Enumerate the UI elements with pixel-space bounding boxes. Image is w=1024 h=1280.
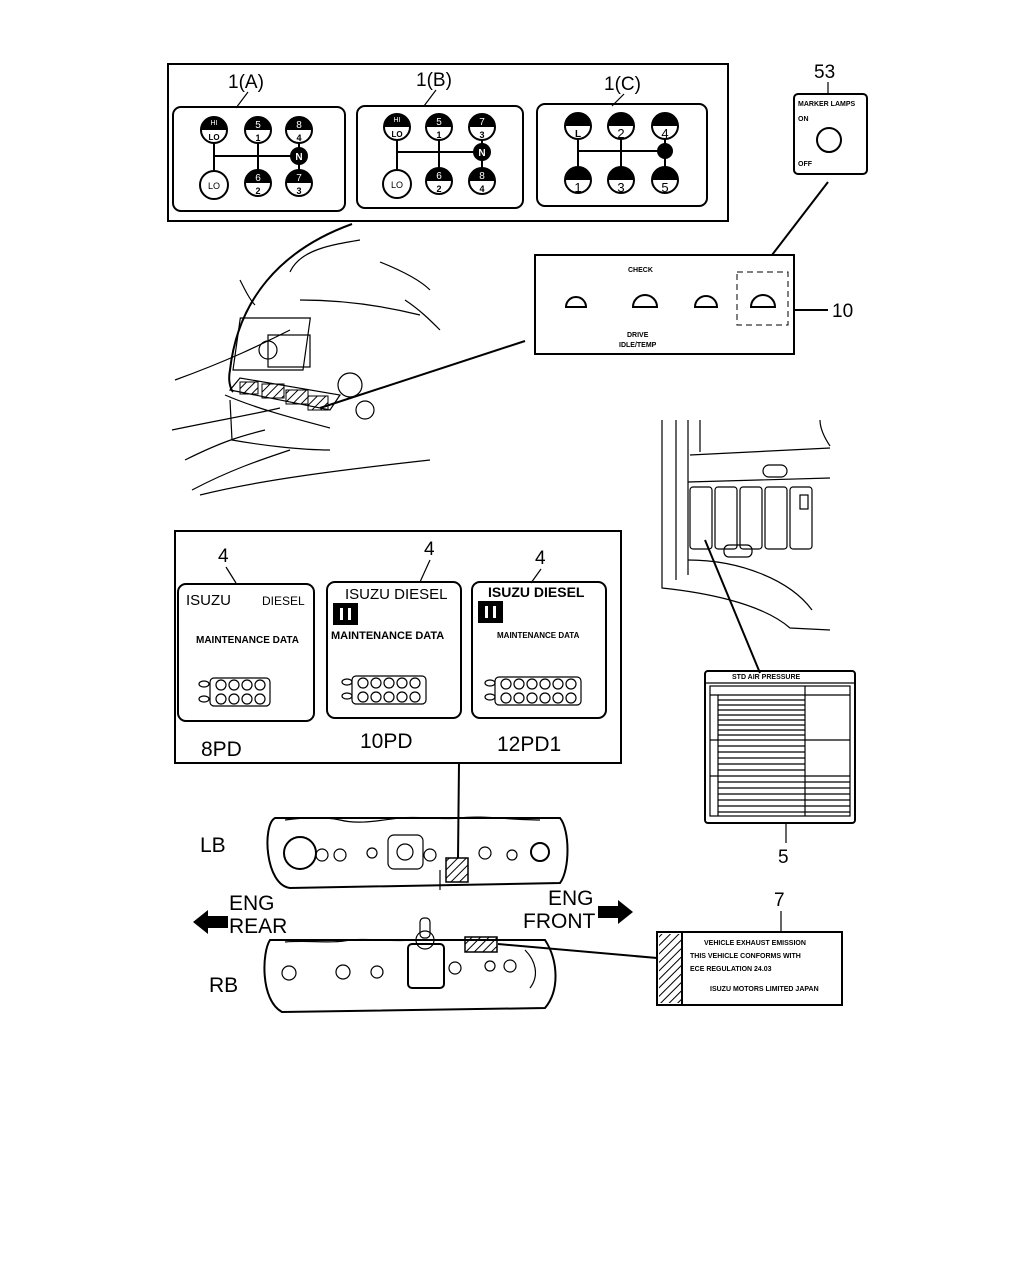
warning-lamp-panel: CHECK DRIVE IDLE/TEMP 10 <box>319 254 853 409</box>
callout-7: 7 <box>774 890 785 911</box>
callout-53: 53 <box>814 62 835 83</box>
maintenance-data-group: 4 ISUZU DIESEL MAINTENANCE DATA 8PD 4 IS… <box>174 530 622 859</box>
maintenance-plate-10pd: ISUZU DIESEL MAINTENANCE DATA <box>326 581 462 719</box>
model-8pd: 8PD <box>201 738 242 761</box>
emission-label: 7 VEHICLE EXHAUST EMISSION THIS VEHICLE … <box>656 890 843 1006</box>
shift-plate-1b: HI LO 5 1 7 3 N LO 6 2 8 4 <box>356 105 524 209</box>
marker-lamps-title: MARKER LAMPS <box>798 101 855 108</box>
engine-rb-sketch: RB <box>209 917 658 1014</box>
check-label: CHECK <box>628 267 653 274</box>
engine-lb-label: LB <box>200 834 226 857</box>
gear-lo-top-label: LO <box>208 133 219 142</box>
gear-sub-label: 4 <box>296 133 301 143</box>
gear-lo-top-label: L <box>575 129 581 140</box>
gear-label: 8 <box>296 120 302 131</box>
gear-lo-label: LO <box>391 180 403 190</box>
fuse-box-sketch <box>661 419 831 674</box>
callout-10: 10 <box>832 301 853 322</box>
callout-4: 4 <box>424 539 435 560</box>
eng-front-arrow: ENG FRONT <box>523 887 633 933</box>
plate-brand: ISUZU DIESEL <box>488 584 585 600</box>
plate-brand: ISUZU DIESEL <box>345 586 448 603</box>
eng-rear-text: ENG <box>229 892 275 915</box>
gear-label: 8 <box>479 171 485 182</box>
engine-lb-sketch: LB <box>200 816 569 890</box>
neutral-label: N <box>295 152 302 163</box>
callout-4: 4 <box>535 548 546 569</box>
maintenance-plate-8pd: ISUZU DIESEL MAINTENANCE DATA <box>177 583 315 722</box>
gear-lo-label: LO <box>208 181 220 191</box>
idle-temp-label: IDLE/TEMP <box>619 342 657 349</box>
callout-1a: 1(A) <box>228 72 264 93</box>
callout-1b: 1(B) <box>416 70 452 91</box>
callout-5: 5 <box>778 847 789 868</box>
gear-sub-label: 2 <box>255 186 260 196</box>
gear-sub-label: 2 <box>436 184 441 194</box>
gear-label: 3 <box>617 180 624 195</box>
gear-hi-label: HI <box>394 117 401 124</box>
air-pressure-label: STD AIR PRESSURE 5 <box>704 670 856 868</box>
gear-sub-label: 1 <box>255 133 260 143</box>
plate-maintenance-label: MAINTENANCE DATA <box>331 630 444 642</box>
drive-label: DRIVE <box>627 332 649 339</box>
eng-rear-text: REAR <box>229 915 287 938</box>
gear-sub-label: 3 <box>479 130 484 140</box>
shift-plate-1a: HI LO 5 1 8 4 N LO 6 2 7 3 <box>172 106 346 212</box>
emission-line: VEHICLE EXHAUST EMISSION <box>704 940 806 947</box>
cylinder-diagram <box>341 675 427 705</box>
dashboard-sketch <box>171 223 441 496</box>
gear-label: 1 <box>574 180 581 195</box>
plate-maintenance-label: MAINTENANCE DATA <box>196 635 299 646</box>
cylinder-diagram <box>198 677 271 707</box>
gear-label: 6 <box>436 171 442 182</box>
neutral-label: N <box>478 148 485 159</box>
gear-hi-label: HI <box>211 120 218 127</box>
plate-brand: ISUZU <box>186 592 231 609</box>
gear-label: 5 <box>255 120 261 131</box>
gear-label: 6 <box>255 173 261 184</box>
marker-on-label: ON <box>798 116 809 123</box>
engine-rb-label: RB <box>209 974 238 997</box>
gear-label: 4 <box>661 126 668 141</box>
gear-label: 5 <box>436 117 442 128</box>
maintenance-plate-12pd1: ISUZU DIESEL MAINTENANCE DATA <box>471 581 607 719</box>
plate-type: DIESEL <box>262 594 305 608</box>
eng-front-text: FRONT <box>523 910 595 933</box>
callout-4: 4 <box>218 546 229 567</box>
emission-line: ECE REGULATION 24.03 <box>690 966 772 973</box>
emission-line: THIS VEHICLE CONFORMS WITH <box>690 953 801 960</box>
gear-label: 7 <box>479 117 485 128</box>
model-12pd1: 12PD1 <box>497 733 561 756</box>
gear-label: 7 <box>296 173 302 184</box>
gear-sub-label: 4 <box>479 184 484 194</box>
marker-lamp-label: 53 MARKER LAMPS ON OFF <box>771 62 868 256</box>
gear-sub-label: 1 <box>436 130 441 140</box>
gear-label: 5 <box>661 180 668 195</box>
gear-label: 2 <box>617 126 624 141</box>
gear-sub-label: 3 <box>296 186 301 196</box>
model-10pd: 10PD <box>360 730 413 753</box>
eng-rear-arrow: ENG REAR <box>193 892 287 938</box>
emission-line: ISUZU MOTORS LIMITED JAPAN <box>710 986 819 993</box>
eng-front-text: ENG <box>548 887 594 910</box>
gear-lo-top-label: LO <box>391 130 402 139</box>
air-pressure-title: STD AIR PRESSURE <box>732 674 801 681</box>
callout-1c: 1(C) <box>604 74 641 95</box>
shift-pattern-group: 1(A) HI LO 5 1 8 4 N LO <box>167 63 729 222</box>
plate-maintenance-label: MAINTENANCE DATA <box>497 631 580 640</box>
cylinder-diagram <box>484 676 582 706</box>
marker-off-label: OFF <box>798 161 813 168</box>
shift-plate-1c: L 2 4 1 3 5 <box>536 103 708 207</box>
